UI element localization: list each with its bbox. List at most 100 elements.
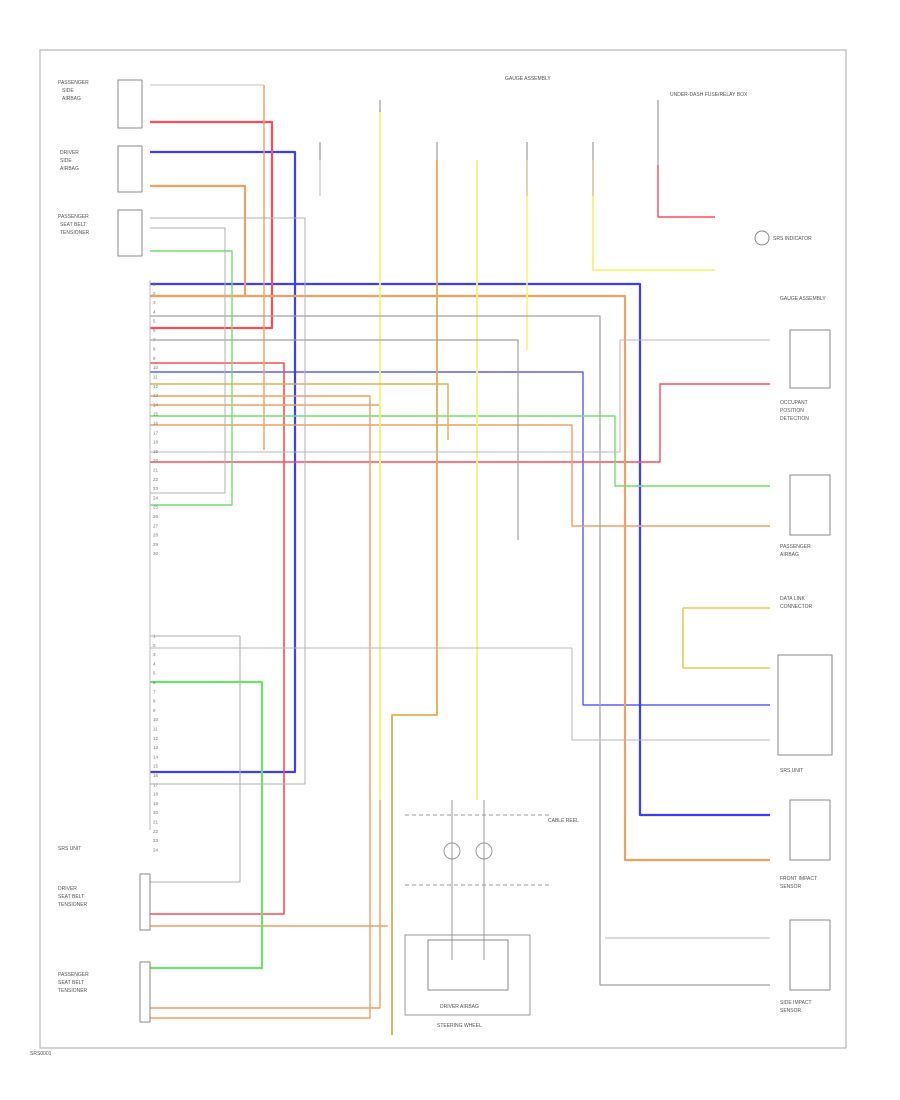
connector-b-pin-7: 7 (153, 689, 156, 694)
connector-a-pin-8: 8 (153, 347, 156, 352)
label-driver-side-airbag-3: AIRBAG (60, 166, 79, 172)
wire-red-4 (657, 165, 715, 218)
connector-a-pin-21: 21 (153, 468, 159, 473)
connector-b-pin-16: 16 (153, 773, 159, 778)
label-driver-side-airbag: DRIVER (60, 150, 79, 156)
connector-b-pin-15: 15 (153, 764, 159, 769)
label-driver-seatbelt-2: SEAT BELT (58, 894, 84, 900)
connector-b-pin-2: 2 (153, 643, 156, 648)
connector-a-pin-3: 3 (153, 300, 156, 305)
footer-code: SRS0001 (30, 1051, 52, 1057)
wire-gray-4 (150, 647, 770, 741)
connector-a-pin-13: 13 (153, 393, 159, 398)
label-gauge-assy-right: GAUGE ASSEMBLY (780, 296, 826, 302)
connector-b-pin-20: 20 (153, 810, 159, 815)
diagram-border (39, 49, 847, 1049)
label-driver-side-airbag-2: SIDE (60, 158, 72, 164)
connector-a-pin-6: 6 (153, 328, 156, 333)
driver-side-airbag-box (117, 145, 143, 193)
connector-b-pin-8: 8 (153, 699, 156, 704)
label-srs-indicator: SRS INDICATOR (773, 236, 812, 242)
connector-a-pin-18: 18 (153, 440, 159, 445)
label-driver-seatbelt-3: TENSIONER (58, 902, 88, 908)
wire-orange-3 (150, 424, 770, 527)
label-passenger-airbag: PASSENGER (780, 544, 811, 550)
connector-b-pin-17: 17 (153, 782, 159, 787)
label-driver-airbag: DRIVER AIRBAG (440, 1004, 479, 1010)
label-srs-unit-right: SRS UNIT (780, 768, 803, 774)
connector-a-pin-29: 29 (153, 542, 159, 547)
connector-a-pin-14: 14 (153, 402, 159, 407)
connector-a-pin-30: 30 (153, 551, 159, 556)
label-driver-seatbelt: DRIVER (58, 886, 77, 892)
label-passenger-seatbelt-2: SEAT BELT (58, 980, 84, 986)
wire-gray-1 (150, 315, 770, 986)
connector-a-pin-10: 10 (153, 365, 159, 370)
label-front-sensor: FRONT IMPACT (780, 876, 817, 882)
connector-a-pin-19: 19 (153, 449, 159, 454)
wire-blue-2 (150, 282, 770, 817)
label-steering-wheel: STEERING WHEEL (437, 1023, 482, 1029)
left-components (117, 79, 151, 1023)
connector-a-pin-11: 11 (153, 375, 158, 380)
label-passenger-seatbelt-3: TENSIONER (58, 988, 88, 994)
label-dlc: DATA LINK (780, 596, 805, 602)
wire-gray-9 (319, 160, 594, 196)
connector-b-pin-6: 6 (153, 680, 156, 685)
connector-a-pin-23: 23 (153, 486, 159, 491)
connector-a-pin-24: 24 (153, 495, 159, 500)
connector-a-pin-20: 20 (153, 458, 159, 463)
connector-a-pin-17: 17 (153, 430, 159, 435)
connector-a-pin-9: 9 (153, 356, 156, 361)
left-labels: PASSENGER SIDE AIRBAG DRIVER SIDE AIRBAG… (58, 80, 90, 994)
label-passenger-tensioner-2: SEAT BELT (60, 222, 86, 228)
steering-wheel-box (404, 934, 531, 1016)
connector-b-pin-13: 13 (153, 745, 159, 750)
label-passenger-side-airbag-2: SIDE (62, 88, 74, 94)
right-components (777, 329, 833, 991)
label-passenger-airbag-2: AIRBAG (780, 552, 799, 558)
label-passenger-side-airbag: PASSENGER (58, 80, 89, 86)
passenger-seat-belt-box (139, 961, 151, 1023)
connector-a-pin-1: 1 (153, 282, 156, 287)
connector-b-pin-14: 14 (153, 754, 159, 759)
wire-yellow-5 (682, 607, 770, 669)
wire-orange-5 (150, 395, 371, 1019)
wire-gray-5 (150, 339, 770, 453)
connector-b-pin-4: 4 (153, 661, 156, 666)
right-labels: GAUGE ASSEMBLY OCCUPANT POSITION DETECTI… (780, 296, 826, 1014)
srs-unit-box (777, 654, 833, 756)
driver-airbag-box (427, 939, 509, 991)
connector-b-pin-5: 5 (153, 671, 156, 676)
passenger-airbag-box (789, 474, 831, 536)
label-occupant: OCCUPANT (780, 400, 808, 406)
connector-b-pin-21: 21 (153, 820, 159, 825)
wire-green-1 (150, 680, 264, 970)
wire-orange-2 (150, 294, 770, 862)
connector-a-pin-7: 7 (153, 337, 156, 342)
label-side-sensor-2: SENSOR (780, 1008, 802, 1014)
label-cable-reel: CABLE REEL (548, 818, 579, 824)
side-impact-sensor-box (789, 919, 831, 991)
wire-gray-6 (150, 217, 306, 785)
label-passenger-tensioner-3: TENSIONER (60, 230, 90, 236)
label-dlc-2: CONNECTOR (780, 604, 813, 610)
connector-b-pin-12: 12 (153, 736, 159, 741)
wire-orange-4 (150, 404, 381, 1009)
connector-b-pin-18: 18 (153, 792, 159, 797)
srs-indicator-icon (754, 230, 770, 246)
occupant-detection-box (789, 329, 831, 389)
label-front-sensor-2: SENSOR (780, 884, 802, 890)
label-occupant-3: DETECTION (780, 416, 809, 422)
top-components: GAUGE ASSEMBLY UNDER-DASH FUSE/RELAY BOX… (319, 76, 812, 246)
cable-reel-assembly: CABLE REEL DRIVER AIRBAG STEERING WHEEL (404, 800, 579, 1029)
connector-a-pin-25: 25 (153, 505, 159, 510)
wire-olive-1 (391, 160, 438, 1035)
connector-b-pin-10: 10 (153, 717, 159, 722)
label-srs-unit: SRS UNIT (58, 846, 81, 852)
label-passenger-side-airbag-3: AIRBAG (62, 96, 81, 102)
wire-gray-3 (150, 635, 241, 883)
connector-b-pin-11: 11 (153, 727, 158, 732)
wire-red-3 (150, 383, 770, 463)
wire-olive-2 (150, 383, 449, 440)
